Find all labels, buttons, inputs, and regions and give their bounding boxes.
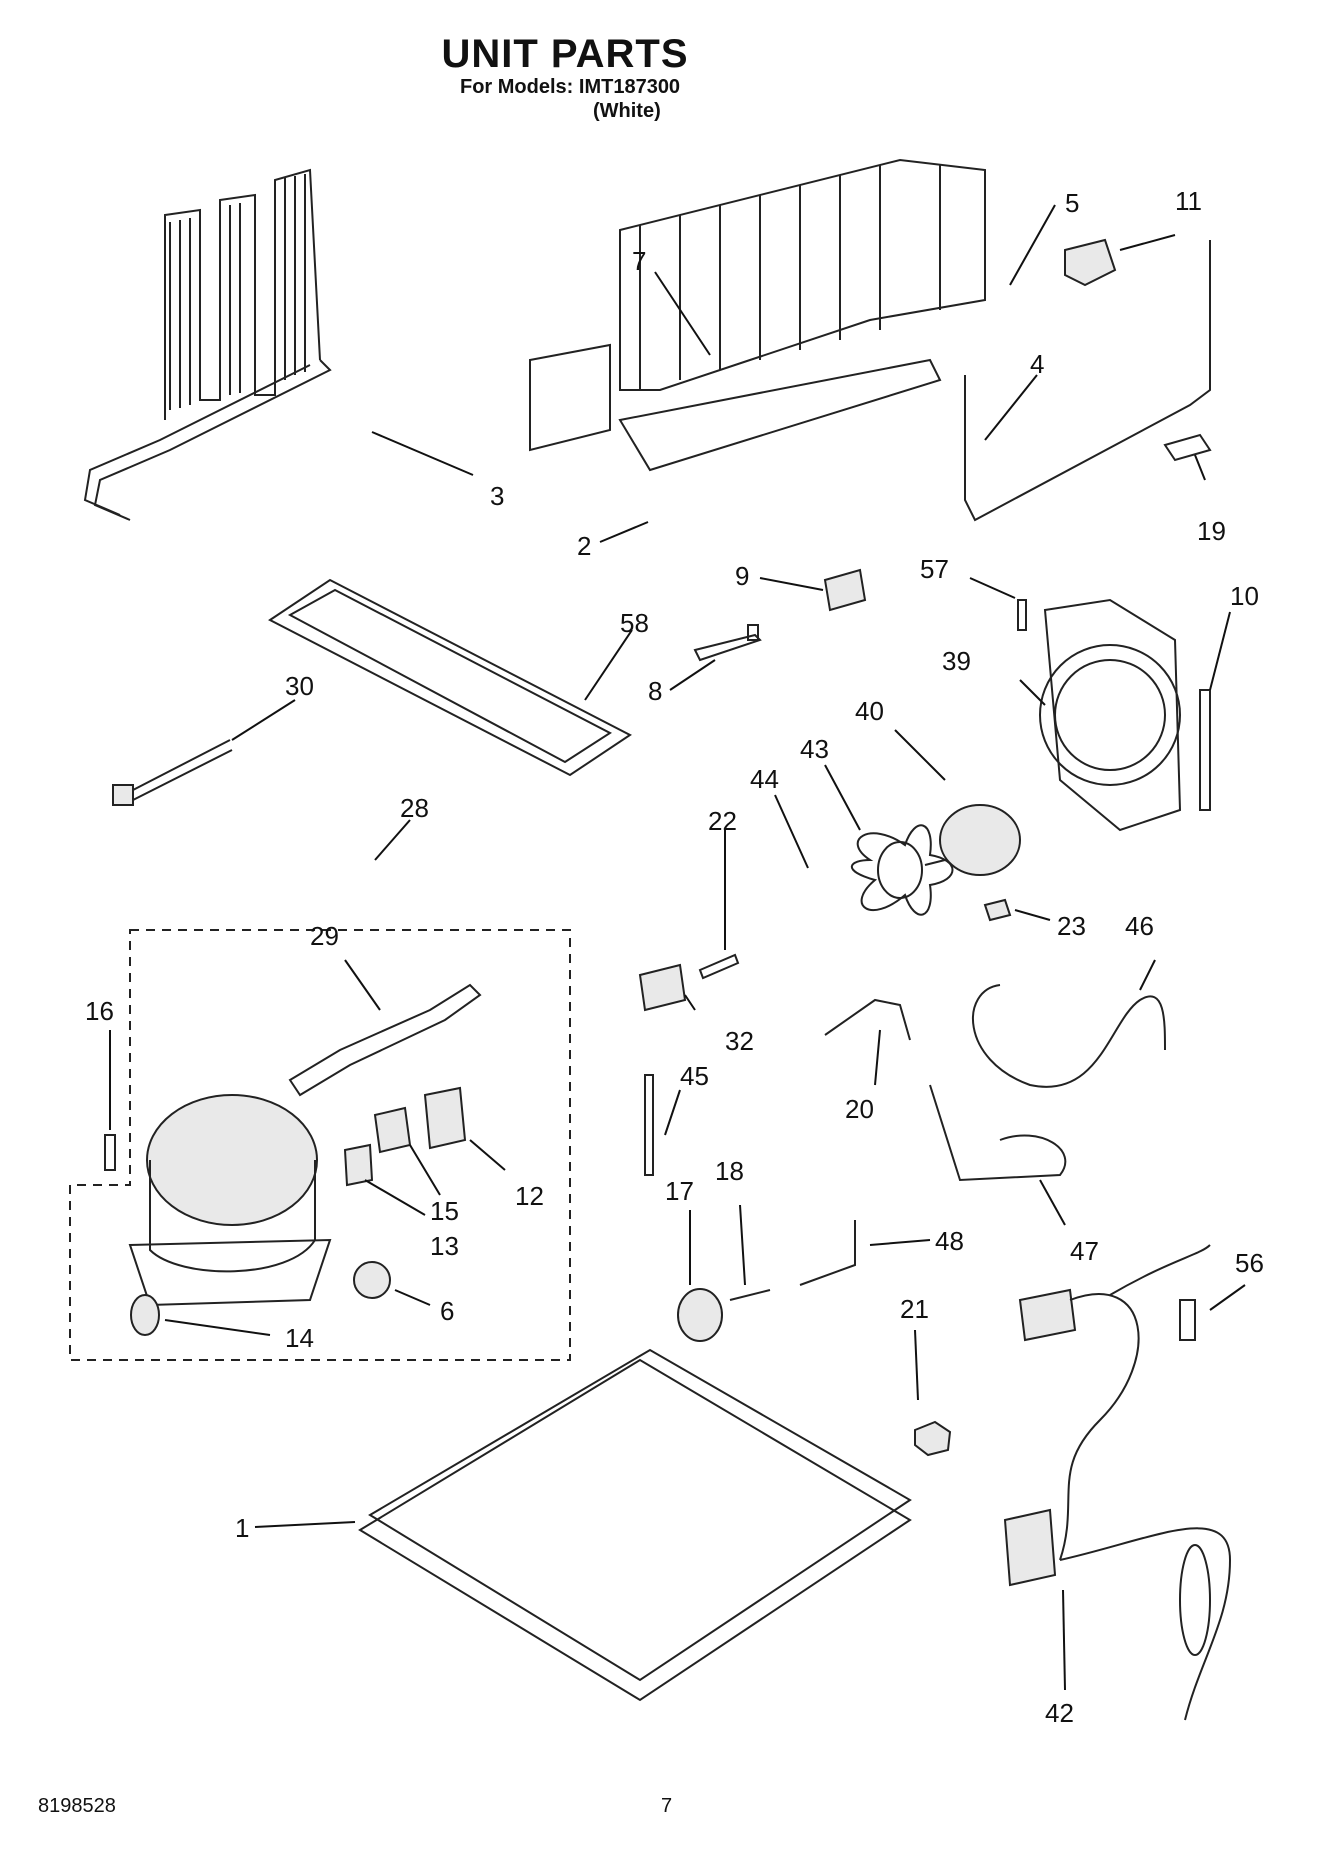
callout-40: 40 <box>855 696 884 726</box>
callout-21: 21 <box>900 1294 929 1324</box>
drier-part <box>288 983 482 1097</box>
screw-56-part <box>1179 1299 1196 1341</box>
callout-10: 10 <box>1230 581 1259 611</box>
callout-57: 57 <box>920 554 949 584</box>
tube-47-part <box>929 1084 1067 1182</box>
sensor-part <box>693 624 762 662</box>
callout-19: 19 <box>1197 516 1226 546</box>
callout-45: 45 <box>680 1061 709 1091</box>
fan-blade-part <box>850 824 954 916</box>
roller-part <box>677 1288 771 1342</box>
callout-58: 58 <box>620 608 649 638</box>
wire-clip-part <box>824 998 911 1041</box>
fan-motor-part <box>924 804 1021 876</box>
callout-28: 28 <box>400 793 429 823</box>
callout-labels: 7 5 11 4 3 2 19 9 57 10 39 58 8 40 43 44… <box>85 186 1264 1728</box>
callout-18: 18 <box>715 1156 744 1186</box>
callout-14: 14 <box>285 1323 314 1353</box>
callout-23: 23 <box>1057 911 1086 941</box>
page-title: UNIT PARTS <box>441 32 689 76</box>
callout-22: 22 <box>708 806 737 836</box>
callout-46: 46 <box>1125 911 1154 941</box>
callout-43: 43 <box>800 734 829 764</box>
drain-trough-part <box>268 578 632 777</box>
relay-13-part <box>343 1143 374 1187</box>
nut-21-part <box>914 1420 952 1457</box>
callout-9: 9 <box>735 561 749 591</box>
callout-6: 6 <box>440 1296 454 1326</box>
callout-12: 12 <box>515 1181 544 1211</box>
callout-39: 39 <box>942 646 971 676</box>
callout-29: 29 <box>310 921 339 951</box>
screw-22-part <box>698 953 740 980</box>
cable-tie-part <box>112 739 233 806</box>
callout-17: 17 <box>665 1176 694 1206</box>
callout-7: 7 <box>632 246 646 276</box>
bolt-16-part <box>104 1134 116 1171</box>
pin-part <box>644 1074 654 1176</box>
callout-30: 30 <box>285 671 314 701</box>
callout-1: 1 <box>235 1513 249 1543</box>
wire-harness-part <box>1003 1244 1232 1721</box>
strip-part <box>1199 689 1211 811</box>
evaporator-part <box>529 158 986 472</box>
callout-16: 16 <box>85 996 114 1026</box>
base-pan-part <box>358 1348 912 1702</box>
fan-shroud-part <box>1039 598 1182 832</box>
callout-20: 20 <box>845 1094 874 1124</box>
callout-3: 3 <box>490 481 504 511</box>
connector-32-part <box>638 963 687 1012</box>
tube-46-part <box>971 984 1166 1088</box>
screw-57-part <box>1017 599 1027 631</box>
thermostat-wire-part <box>964 240 1211 522</box>
relay-15-part <box>373 1106 412 1154</box>
compressor-kit-box <box>69 929 571 1361</box>
callout-4: 4 <box>1030 349 1044 379</box>
overload-part <box>353 1261 391 1299</box>
callout-2: 2 <box>577 531 591 561</box>
callout-8: 8 <box>648 676 662 706</box>
tube-48-part <box>799 1220 856 1286</box>
callout-11: 11 <box>1175 186 1202 216</box>
callout-13: 13 <box>430 1231 459 1261</box>
relay-12-part <box>423 1086 467 1150</box>
callout-42: 42 <box>1045 1698 1074 1728</box>
color-line: (White) <box>593 100 661 122</box>
grommet-part <box>130 1294 160 1336</box>
callout-15: 15 <box>430 1196 459 1226</box>
page-number: 7 <box>661 1795 673 1817</box>
clip-part <box>1163 433 1212 462</box>
compressor-part <box>128 1094 332 1307</box>
nut-23-part <box>983 898 1012 922</box>
bracket-part <box>823 568 867 612</box>
models-line: For Models: IMT187300 <box>460 76 681 98</box>
cap-part <box>1064 238 1117 287</box>
callout-44: 44 <box>750 764 779 794</box>
doc-number: 8198528 <box>38 1795 116 1817</box>
callout-48: 48 <box>935 1226 964 1256</box>
callout-32: 32 <box>725 1026 754 1056</box>
callout-56: 56 <box>1235 1248 1264 1278</box>
callout-47: 47 <box>1070 1236 1099 1266</box>
condenser-coil-part <box>83 168 332 521</box>
leader-lines <box>109 204 1246 1691</box>
callout-5: 5 <box>1065 188 1079 218</box>
